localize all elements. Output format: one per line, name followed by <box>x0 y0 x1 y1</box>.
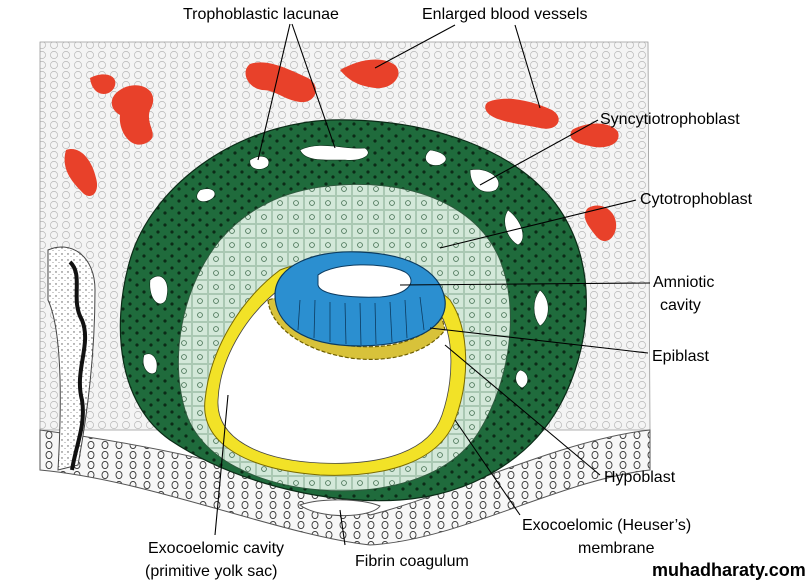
label-syncytiotrophoblast: Syncytiotrophoblast <box>600 111 740 128</box>
lacuna <box>515 369 529 389</box>
lacuna <box>469 169 499 193</box>
lacuna <box>504 209 524 246</box>
label-exocoelomic-cavity-1: Exocoelomic cavity <box>148 540 284 557</box>
amniotic-cavity <box>317 264 412 298</box>
blood-vessel <box>340 59 399 89</box>
label-hypoblast: Hypoblast <box>604 469 676 486</box>
label-enlarged-blood-vessels: Enlarged blood vessels <box>422 6 587 23</box>
label-cytotrophoblast: Cytotrophoblast <box>640 191 753 208</box>
fibrin-coagulum-plug <box>298 499 381 517</box>
blood-vessel <box>584 205 617 242</box>
leader-lines <box>214 23 651 546</box>
lacuna <box>149 275 168 305</box>
uterine-gland-lumen <box>68 260 88 471</box>
blood-vessels <box>64 59 619 242</box>
epiblast-cells <box>297 296 425 346</box>
label-amniotic-cavity-2: cavity <box>660 297 701 314</box>
label-amniotic-cavity-1: Amniotic <box>653 274 714 291</box>
label-exocoelomic-cavity-2: (primitive yolk sac) <box>145 563 277 580</box>
lacuna <box>249 155 270 170</box>
blood-vessel <box>570 123 619 148</box>
label-fibrin-coagulum: Fibrin coagulum <box>355 553 469 570</box>
lacuna <box>299 145 369 161</box>
lacuna <box>196 188 216 202</box>
blood-vessel <box>90 74 116 94</box>
watermark: muhadharaty.com <box>652 560 806 580</box>
label-epiblast: Epiblast <box>652 348 709 365</box>
label-exocoelomic-membrane-1: Exocoelomic (Heuser’s) <box>522 517 691 534</box>
lacuna <box>533 289 549 327</box>
label-trophoblastic-lacunae: Trophoblastic lacunae <box>183 6 339 23</box>
lacuna <box>425 149 447 166</box>
trophoblastic-lacunae <box>142 145 549 389</box>
blood-vessel <box>64 149 98 197</box>
blood-vessel <box>111 85 154 145</box>
blood-vessel <box>245 62 316 103</box>
blood-vessel <box>485 98 559 129</box>
label-exocoelomic-membrane-2: membrane <box>578 540 655 557</box>
lacuna <box>142 353 158 375</box>
